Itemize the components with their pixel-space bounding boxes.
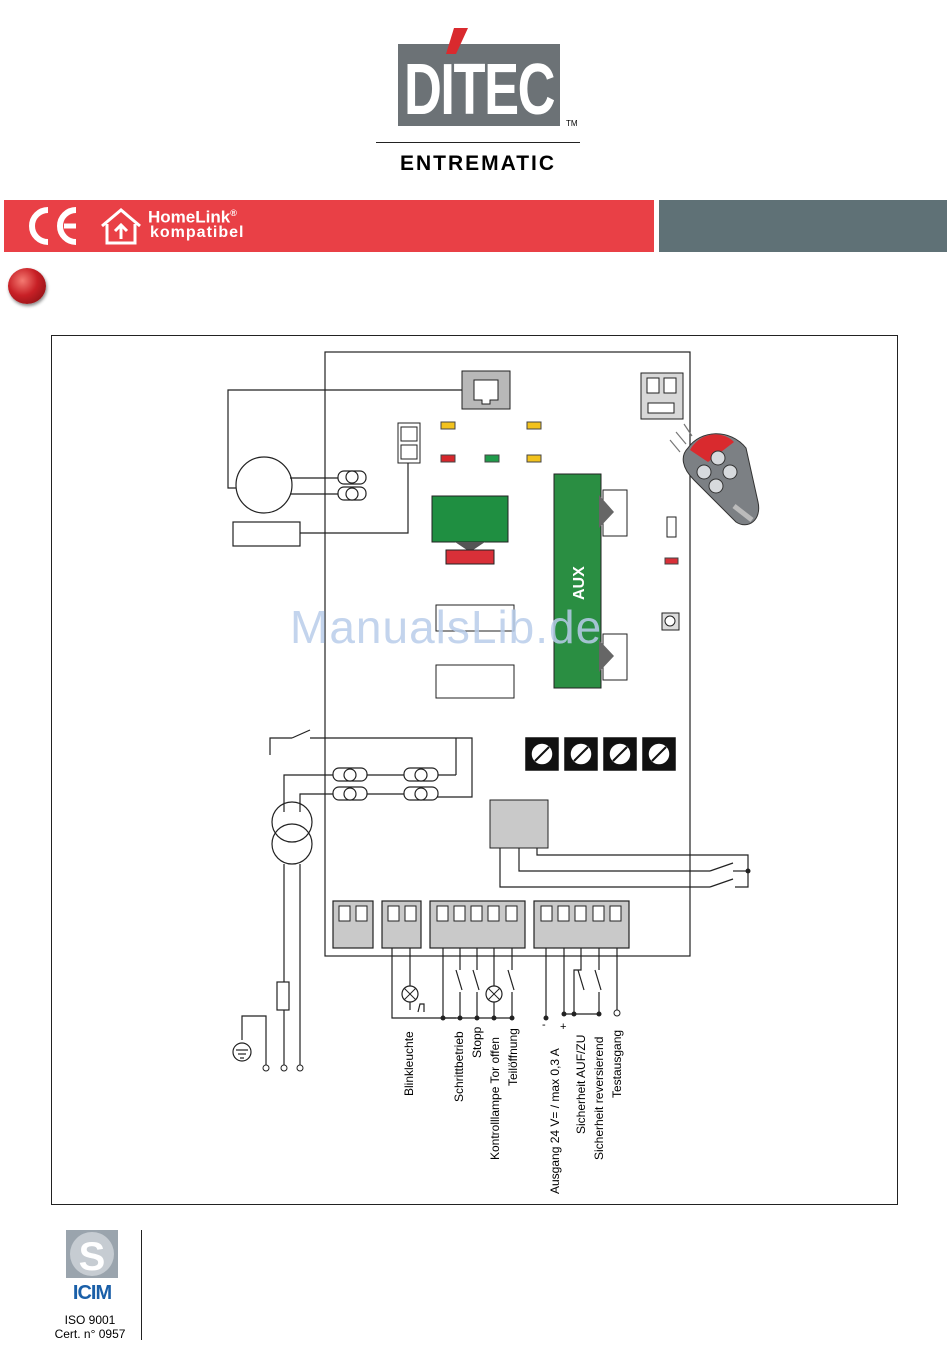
label-kontrolllampe: Kontrolllampe Tor offen [488,1037,502,1160]
label-ausgang: Ausgang 24 V= / max 0,3 A [548,1048,562,1194]
polarity-minus: - [542,1019,546,1031]
icim-logo-letter: S [79,1235,106,1279]
control-board-outline [325,352,690,956]
label-stopp: Stopp [470,1027,484,1058]
label-blinkleuchte: Blinkleuchte [402,1031,416,1096]
icim-label: ICIM [64,1282,120,1305]
label-schrittbetrieb: Schrittbetrieb [452,1031,466,1102]
ground-icon [233,1043,251,1061]
safety-connector [490,800,548,848]
iso-label: ISO 9001 [40,1313,140,1327]
iso-certificate: ISO 9001 Cert. n° 0957 [40,1313,140,1341]
footer-divider [141,1230,142,1340]
label-teiloeffnung: Teilöffnung [506,1028,520,1086]
display-module [432,496,508,542]
label-sicherheit-rev: Sicherheit reversierend [592,1037,606,1160]
cert-number: Cert. n° 0957 [40,1327,140,1341]
label-testausgang: Testausgang [610,1030,624,1098]
fuse-symbol [277,982,289,1010]
transformer-coil-bottom [272,824,312,864]
encoder-box [233,522,300,546]
label-sicherheit-aufzu: Sicherheit AUF/ZU [574,1035,588,1134]
polarity-plus: + [560,1021,566,1033]
remote-control-icon [670,424,759,525]
transformer-coil-top [272,802,312,842]
aux-label: AUX [571,566,588,600]
watermark: ManualsLib.de [290,600,602,654]
dip-switch-block-2 [436,665,514,698]
motor-symbol [236,457,292,513]
